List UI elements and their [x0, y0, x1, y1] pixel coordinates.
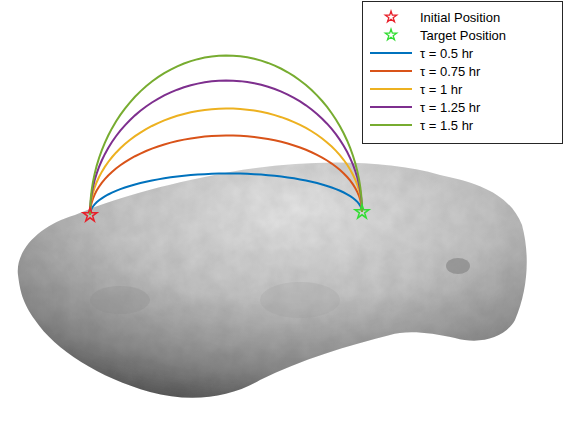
legend-line	[370, 70, 412, 72]
legend-sample	[385, 11, 396, 22]
legend-label: τ = 1 hr	[420, 82, 462, 97]
legend-sample	[370, 89, 412, 90]
legend-sample	[370, 53, 412, 54]
trajectory-arc	[90, 109, 362, 216]
trajectory-arc	[90, 136, 362, 216]
surface-crater	[90, 286, 150, 314]
position-star	[355, 205, 369, 218]
legend-sample	[370, 107, 412, 108]
legend-sample	[370, 125, 412, 126]
legend-label: Target Position	[420, 28, 506, 43]
legend-label: τ = 0.5 hr	[420, 46, 473, 61]
surface-crater	[260, 282, 340, 318]
legend-sample	[370, 71, 412, 72]
legend-label: τ = 0.75 hr	[420, 64, 480, 79]
legend-star	[385, 11, 396, 22]
legend-line	[370, 88, 412, 90]
legend-box	[363, 2, 563, 144]
legend-line	[370, 124, 412, 126]
legend-line	[370, 106, 412, 108]
legend-star	[385, 29, 396, 40]
legend-line	[370, 52, 412, 54]
position-star	[83, 208, 97, 221]
legend-label: τ = 1.25 hr	[420, 100, 480, 115]
legend-label: Initial Position	[420, 10, 500, 25]
trajectory-arc	[90, 174, 362, 216]
surface-crater	[446, 258, 470, 274]
legend-label: τ = 1.5 hr	[420, 118, 473, 133]
trajectory-arc	[90, 56, 362, 216]
legend-sample	[385, 29, 396, 40]
